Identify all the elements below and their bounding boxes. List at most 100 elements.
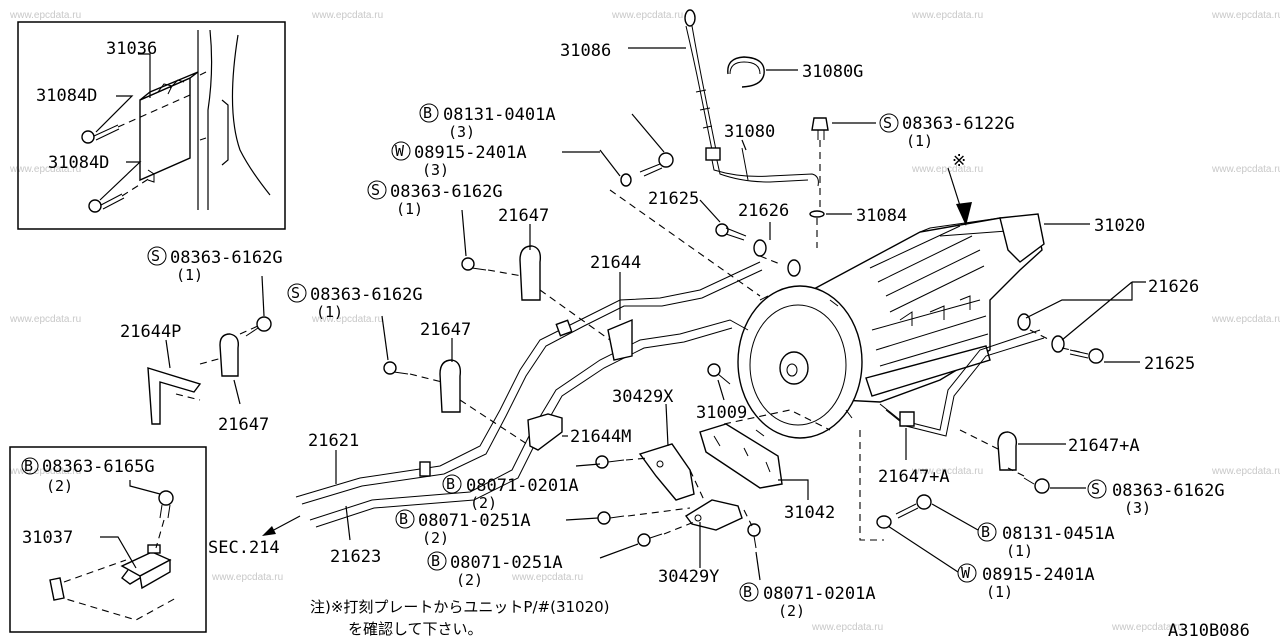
bracket-30429x[interactable] — [638, 443, 695, 501]
leader-21623 — [345, 505, 351, 541]
leader-f10 — [599, 543, 639, 559]
cooler-pipes: 21621 21623 SEC.214 — [208, 261, 1045, 567]
arrow-sec214 — [262, 526, 276, 536]
note-line-2: を確認して下さい。 — [348, 620, 483, 638]
part-label-31036: 31036 — [106, 39, 157, 59]
clamp-21647-upper[interactable] — [519, 245, 542, 301]
pipe-21621[interactable] — [295, 261, 763, 505]
bracket-21644m[interactable] — [527, 413, 563, 451]
bolt-31009[interactable] — [707, 363, 731, 385]
fastener-qty: (2) — [456, 571, 483, 589]
gasket-21626-lower[interactable] — [1017, 313, 1065, 353]
bracket-30429y[interactable] — [684, 499, 743, 531]
fastener-code: 08363-6162G — [310, 285, 423, 305]
fastener-code: 08071-0251A — [450, 553, 563, 573]
dipstick-31086[interactable] — [684, 9, 717, 151]
fastener-prefix: S — [151, 247, 160, 265]
watermark: www.epcdata.ru — [511, 572, 583, 583]
fastener-code: 08915-2401A — [414, 143, 527, 163]
part-label-31084d: 31084D — [48, 153, 109, 173]
torque-converter[interactable] — [737, 285, 863, 439]
bolt-21625-upper[interactable] — [715, 223, 747, 241]
fastener-qty: (1) — [906, 132, 933, 150]
clamp-21647-middle[interactable] — [439, 359, 462, 413]
bolt-f9[interactable] — [597, 511, 625, 525]
fastener-qty: (1) — [396, 200, 423, 218]
bolt-middle-clamp[interactable] — [383, 361, 409, 375]
leader-31080 — [741, 139, 747, 151]
watermark: www.epcdata.ru — [311, 314, 383, 325]
bracket-21644p[interactable] — [147, 367, 202, 425]
fastener-qty: (3) — [1124, 499, 1151, 517]
part-label-31086: 31086 — [560, 41, 611, 61]
bolt-lower-f13[interactable] — [895, 494, 932, 519]
bolt-31084-upper[interactable] — [811, 117, 829, 140]
control-unit-31036[interactable] — [139, 71, 199, 183]
body-panel-outline — [197, 29, 271, 210]
screw-31084d-lower[interactable] — [88, 193, 125, 213]
dipstick-assembly: 31086 31080G 31080 31084 S 08363-6122G (… — [560, 9, 1015, 248]
part-label-21644p: 21644P — [120, 322, 181, 342]
watermark: www.epcdata.ru — [1211, 164, 1280, 175]
filler-tube-31080[interactable] — [705, 147, 819, 187]
fastener-prefix: S — [371, 181, 380, 199]
bolt-sensor[interactable] — [158, 490, 174, 519]
assembly-guide — [625, 409, 831, 535]
part-label-21647: 21647 — [218, 415, 269, 435]
watermark: www.epcdata.ru — [9, 466, 81, 477]
fastener-prefix: B — [24, 457, 33, 475]
bolt-21625-lower[interactable] — [1069, 348, 1104, 364]
bolt-f11[interactable] — [747, 523, 761, 549]
bolt-f8[interactable] — [595, 455, 625, 469]
bolt-21644p[interactable] — [245, 316, 272, 337]
fastener-qty: (2) — [422, 529, 449, 547]
part-label-21626: 21626 — [738, 201, 789, 221]
section-reference-sec214[interactable]: SEC.214 — [208, 538, 280, 558]
clip-31080g[interactable] — [727, 56, 765, 88]
clamp-21647a-lower[interactable] — [899, 411, 915, 427]
cover-31042[interactable] — [699, 423, 783, 489]
oring-31084[interactable] — [809, 210, 825, 218]
note-line-1: 注)※打刻プレートからユニットP/#(31020) — [310, 598, 610, 616]
fastener-code: 08071-0201A — [466, 476, 579, 496]
fastener-qty: (2) — [470, 494, 497, 512]
part-label-31084d: 31084D — [36, 86, 97, 106]
leader-f8 — [575, 463, 601, 467]
fastener-code: 08071-0201A — [763, 584, 876, 604]
clamps-brackets: 21647 21644 21647 21644P 21647 21644M 21… — [120, 206, 1140, 487]
fastener-prefix: B — [743, 583, 752, 601]
bolt-f10[interactable] — [637, 533, 663, 547]
transmission-31020[interactable] — [811, 213, 1045, 403]
washer-lower[interactable] — [876, 515, 892, 529]
clamp-21647a[interactable] — [997, 431, 1018, 471]
fastener-code: 08363-6122G — [902, 114, 1015, 134]
bracket-21644[interactable] — [607, 318, 633, 361]
sensor-31037[interactable] — [120, 544, 172, 590]
gasket-21626-upper[interactable] — [753, 239, 801, 277]
bolt-f12[interactable] — [1023, 477, 1050, 494]
inset-control-unit: 31036 31084D 31084D — [17, 21, 286, 230]
washer-f2[interactable] — [620, 173, 632, 187]
fastener-code: 08915-2401A — [982, 565, 1095, 585]
fastener-prefix: B — [431, 552, 440, 570]
bolt-f1[interactable] — [639, 152, 674, 177]
part-label-21621: 21621 — [308, 431, 359, 451]
watermark: www.epcdata.ru — [911, 164, 983, 175]
screw-31084d-upper[interactable] — [81, 124, 120, 144]
inset-frame — [17, 21, 286, 230]
fastener-qty: (1) — [316, 303, 343, 321]
leader-21644p — [165, 339, 171, 369]
reference-code: A310B086 — [1168, 621, 1250, 640]
leader-31084d — [99, 161, 142, 201]
part-label-31080g: 31080G — [802, 62, 863, 82]
watermark: www.epcdata.ru — [9, 10, 81, 21]
inset-frame — [9, 446, 207, 633]
fastener-code: 08363-6162G — [170, 248, 283, 268]
watermark: www.epcdata.ru — [9, 164, 81, 175]
watermark: www.epcdata.ru — [811, 622, 883, 633]
bolt-upper-clamp[interactable] — [461, 257, 487, 271]
fastener-prefix: B — [446, 475, 455, 493]
clamp-21647-left[interactable] — [219, 333, 240, 377]
part-label-21625: 21625 — [1144, 354, 1195, 374]
